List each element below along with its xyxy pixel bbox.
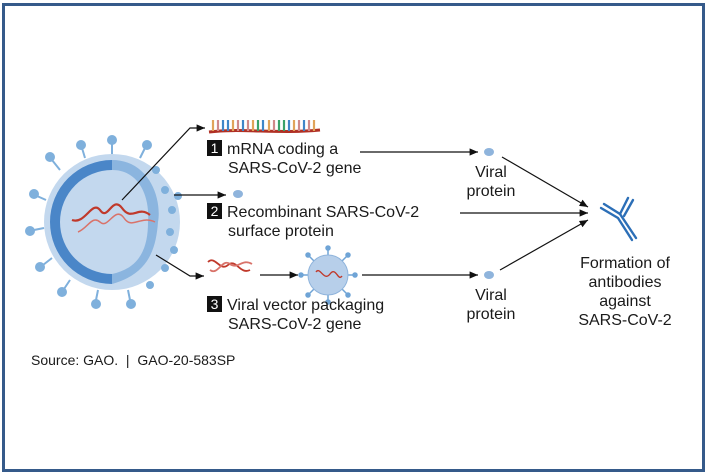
- arrow-to-dna: [155, 254, 204, 280]
- approach-2-line1: Recombinant SARS-CoV-2: [227, 204, 420, 221]
- coronavirus-icon: [25, 135, 182, 309]
- outcome-label: Formation of antibodies against SARS-CoV…: [570, 254, 680, 330]
- outcome-line1: Formation of: [580, 255, 670, 272]
- viral-protein-1-line2: protein: [466, 183, 516, 200]
- approach-1-line1: mRNA coding a: [227, 141, 339, 158]
- step-number-1: 1: [207, 140, 222, 156]
- step-number-3: 3: [207, 296, 222, 312]
- outcome-line2: antibodies: [588, 274, 662, 291]
- outcome-line3: against: [599, 293, 651, 310]
- approach-1-label: 1 mRNA coding a SARS-CoV-2 gene: [207, 140, 361, 178]
- viral-protein-dot-2: [484, 271, 494, 279]
- antibody-icon: [599, 196, 638, 242]
- protein-dot-icon: [233, 190, 243, 198]
- source-note: Source: GAO. | GAO-20-583SP: [31, 352, 236, 368]
- approach-3-label: 3 Viral vector packaging SARS-CoV-2 gene: [207, 296, 384, 334]
- outcome-line4: SARS-CoV-2: [578, 312, 672, 329]
- viral-protein-2-line1: Viral: [475, 287, 507, 304]
- viral-protein-label-2: Viral protein: [466, 286, 516, 324]
- step-number-2: 2: [207, 203, 222, 219]
- viral-protein-1-line1: Viral: [475, 164, 507, 181]
- viral-protein-2-line2: protein: [466, 306, 516, 323]
- dna-helix-icon: [207, 259, 253, 273]
- approach-3-line1: Viral vector packaging: [227, 297, 385, 314]
- viral-protein-label-1: Viral protein: [466, 163, 516, 201]
- approach-2-line2: surface protein: [228, 223, 334, 240]
- viral-vector-icon: [298, 245, 358, 305]
- approach-3-line2: SARS-CoV-2 gene: [228, 316, 362, 333]
- viral-protein-dot-1: [484, 148, 494, 156]
- arrow-protein2-to-antibody: [499, 219, 589, 271]
- arrow-to-mrna: [121, 124, 205, 201]
- approach-2-label: 2 Recombinant SARS-CoV-2 surface protein: [207, 203, 419, 241]
- approach-1-line2: SARS-CoV-2 gene: [228, 160, 362, 177]
- arrow-protein1-to-antibody: [501, 156, 589, 208]
- mrna-strand-icon: [208, 120, 321, 134]
